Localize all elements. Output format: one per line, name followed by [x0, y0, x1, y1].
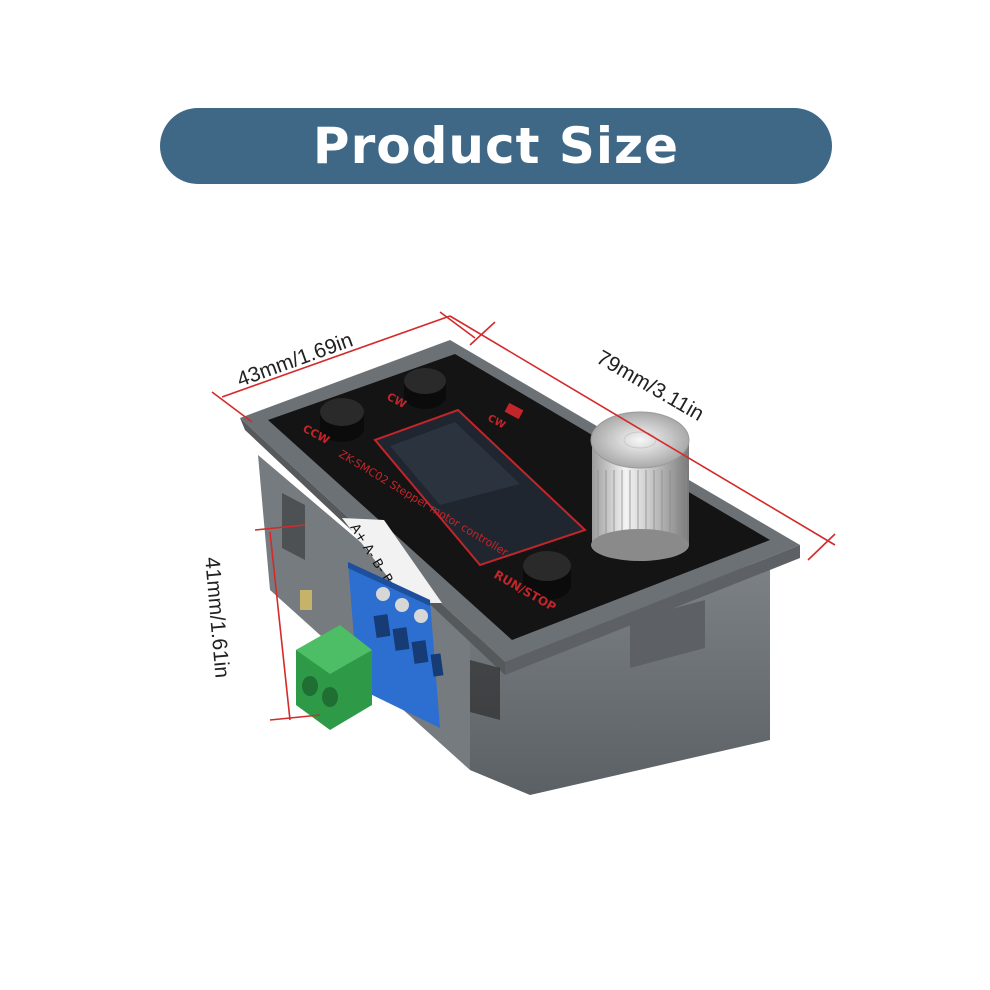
housing-clip-right — [630, 600, 705, 668]
dimension-lines — [211, 311, 836, 721]
cw-button — [404, 368, 446, 409]
title-banner: Product Size — [160, 108, 832, 184]
terminal-label-strip — [342, 518, 442, 603]
ccw-button — [320, 398, 364, 442]
run-stop-button — [523, 551, 571, 600]
banner-title: Product Size — [312, 117, 680, 175]
green-terminal-block — [296, 590, 372, 730]
rotary-knob — [590, 411, 690, 561]
bezel-right-edge — [505, 545, 800, 675]
lcd-glare — [390, 422, 520, 505]
housing-clip-left — [470, 660, 500, 720]
status-indicator — [504, 402, 524, 420]
